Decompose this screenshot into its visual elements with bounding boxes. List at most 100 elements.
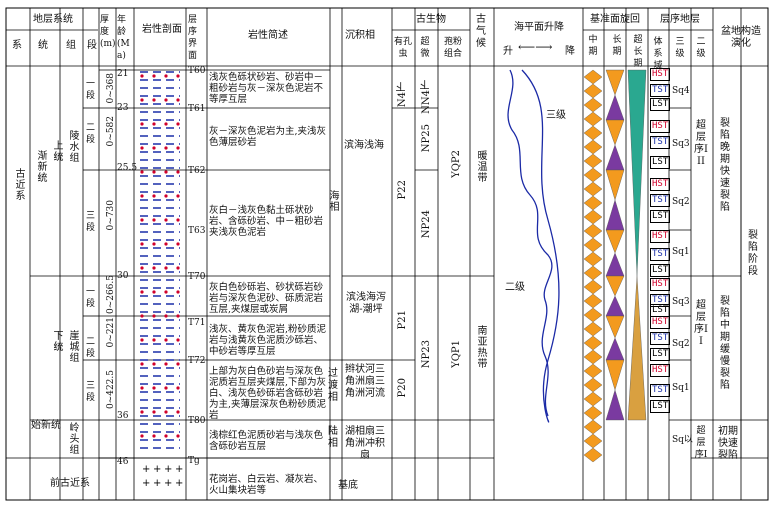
seq-sq2-lower: Sq2 xyxy=(672,339,690,349)
lith-gravel-dot xyxy=(176,194,180,198)
mid-cycle-diamond xyxy=(583,363,603,379)
lith-gravel-dot xyxy=(140,386,144,390)
mid-cycle-diamond xyxy=(583,237,603,253)
sequence-boundary-label: T61 xyxy=(188,104,206,114)
lith-gravel-dot xyxy=(176,74,180,78)
lith-gravel-dot xyxy=(164,122,168,126)
lith-gravel-dot xyxy=(152,98,156,102)
super-long-cycle xyxy=(627,69,647,277)
lith-gravel-dot xyxy=(164,242,168,246)
mid-cycle-diamond xyxy=(583,97,603,113)
header-climate: 古气候 xyxy=(476,14,486,49)
tectonic-rift-stage: 裂陷阶段 xyxy=(748,230,758,277)
superseq-2: 超层序II xyxy=(694,300,708,347)
header-long-cycle: 长期 xyxy=(612,35,622,57)
tectonic-late: 裂陷晚期快速裂陷 xyxy=(720,118,730,213)
member-label: 三段 xyxy=(86,381,96,403)
fossil-np24: NP24 xyxy=(421,210,432,239)
mid-cycle-diamond xyxy=(583,377,603,393)
long-cycle-triangle xyxy=(605,169,625,201)
fossil-np25: NP25 xyxy=(421,124,432,153)
systems-tract: TST xyxy=(650,294,671,307)
tectonic-mid: 裂陷中期缓慢裂陷 xyxy=(720,296,730,391)
lith-gravel-dot xyxy=(176,266,180,270)
lith-gravel-dot xyxy=(176,362,180,366)
lith-gravel-dot xyxy=(164,98,168,102)
mid-cycle-diamond xyxy=(583,265,603,281)
sequence-boundary-label: T71 xyxy=(188,318,206,328)
sealevel-curve-third-order xyxy=(507,69,553,417)
fossil-p21: P21 xyxy=(397,310,408,330)
group-lingshui: 陵水组 xyxy=(67,130,78,163)
member-label: 三段 xyxy=(86,211,96,233)
age-value: 46 xyxy=(117,457,129,467)
lith-gravel-dot xyxy=(176,146,180,150)
lithology-description: 花岗岩、白云岩、凝灰岩、火山集块岩等 xyxy=(209,474,324,496)
lith-gravel-dot xyxy=(176,98,180,102)
age-value: 36 xyxy=(117,411,129,421)
super-long-cycle xyxy=(627,275,647,421)
facies-braided: 辫状河三角洲扇三角洲河流 xyxy=(345,364,385,399)
long-cycle-triangle xyxy=(605,337,625,361)
series-eocene: 始新统 xyxy=(31,420,61,431)
facies-transition: 过渡相 xyxy=(328,368,338,403)
mid-cycle-diamond xyxy=(583,349,603,365)
lith-gravel-dot xyxy=(152,74,156,78)
lith-gravel-dot xyxy=(140,266,144,270)
mid-cycle-diamond xyxy=(583,391,603,407)
systems-tract: TST xyxy=(650,332,671,345)
lith-gravel-dot xyxy=(176,338,180,342)
header-nanno: 超微 xyxy=(420,37,430,59)
basement-symbol: + xyxy=(164,478,172,489)
thickness-value: 0~730 xyxy=(106,200,116,231)
mid-cycle-diamond xyxy=(583,293,603,309)
lith-gravel-dot xyxy=(140,314,144,318)
lith-gravel-dot xyxy=(152,194,156,198)
header-series: 统 xyxy=(38,40,48,51)
lith-gravel-dot xyxy=(152,266,156,270)
lith-gravel-dot xyxy=(140,98,144,102)
lith-gravel-dot xyxy=(176,122,180,126)
lith-gravel-dot xyxy=(152,314,156,318)
thickness-value: 0~368 xyxy=(106,73,116,104)
systems-tract: HST xyxy=(650,120,671,133)
header-mid-cycle: 中期 xyxy=(588,35,598,57)
systems-tract: TST xyxy=(650,384,671,397)
group-yacheng: 崖城组 xyxy=(67,330,78,363)
lith-gravel-dot xyxy=(140,146,144,150)
facies-terrestrial: 陆相 xyxy=(328,426,338,449)
systems-tract: HST xyxy=(650,278,671,291)
lith-gravel-dot xyxy=(164,410,168,414)
system-label: 古近系 xyxy=(13,168,24,201)
long-cycle-triangle xyxy=(605,252,625,277)
series-upper: 上统 xyxy=(51,140,62,162)
header-sealevel: 海平面升降 xyxy=(514,22,564,33)
superseq-1: 超层序I xyxy=(694,426,708,460)
member-label: 二段 xyxy=(86,337,96,359)
mid-cycle-diamond xyxy=(583,69,603,85)
systems-tract: LST xyxy=(650,98,671,111)
lithology-description: 浅棕红色泥质砂岩与浅灰色含砾砂岩互层 xyxy=(209,430,324,452)
group-lingtou: 岭头组 xyxy=(67,422,78,455)
lithology-description: 浅灰色砾状砂岩、砂岩中－粗砂岩与灰－深灰色泥岩不等厚互层 xyxy=(209,72,324,105)
sequence-boundary-label: T60 xyxy=(188,66,206,76)
label-rise: 升 xyxy=(503,46,513,57)
lith-gravel-dot xyxy=(176,170,180,174)
seq-sq3: Sq3 xyxy=(672,139,690,149)
member-label: 二段 xyxy=(86,123,96,145)
basement-symbol: + xyxy=(175,478,183,489)
age-value: 23 xyxy=(117,103,129,113)
seq-sq1: Sq1 xyxy=(672,247,690,257)
long-cycle-triangle xyxy=(605,389,625,421)
lithology-description: 灰白色砂砾岩、砂状砾岩砂岩与深灰色泥砂、砾质泥岩互层,夹煤层或炭屑 xyxy=(209,282,324,315)
systems-tract: HST xyxy=(650,68,671,81)
header-facies: 沉积相 xyxy=(345,30,375,41)
lith-gravel-dot xyxy=(164,338,168,342)
lith-gravel-dot xyxy=(176,218,180,222)
sequence-boundary-label: T62 xyxy=(188,166,206,176)
lithology-description: 浅灰、黄灰色泥岩,粉砂质泥岩与浅黄灰色泥质沙砾岩、中砂岩等厚互层 xyxy=(209,324,327,357)
lith-gravel-dot xyxy=(152,290,156,294)
label-fall: 降 xyxy=(565,46,575,57)
mid-cycle-diamond xyxy=(583,447,603,463)
systems-tract: HST xyxy=(650,364,671,377)
